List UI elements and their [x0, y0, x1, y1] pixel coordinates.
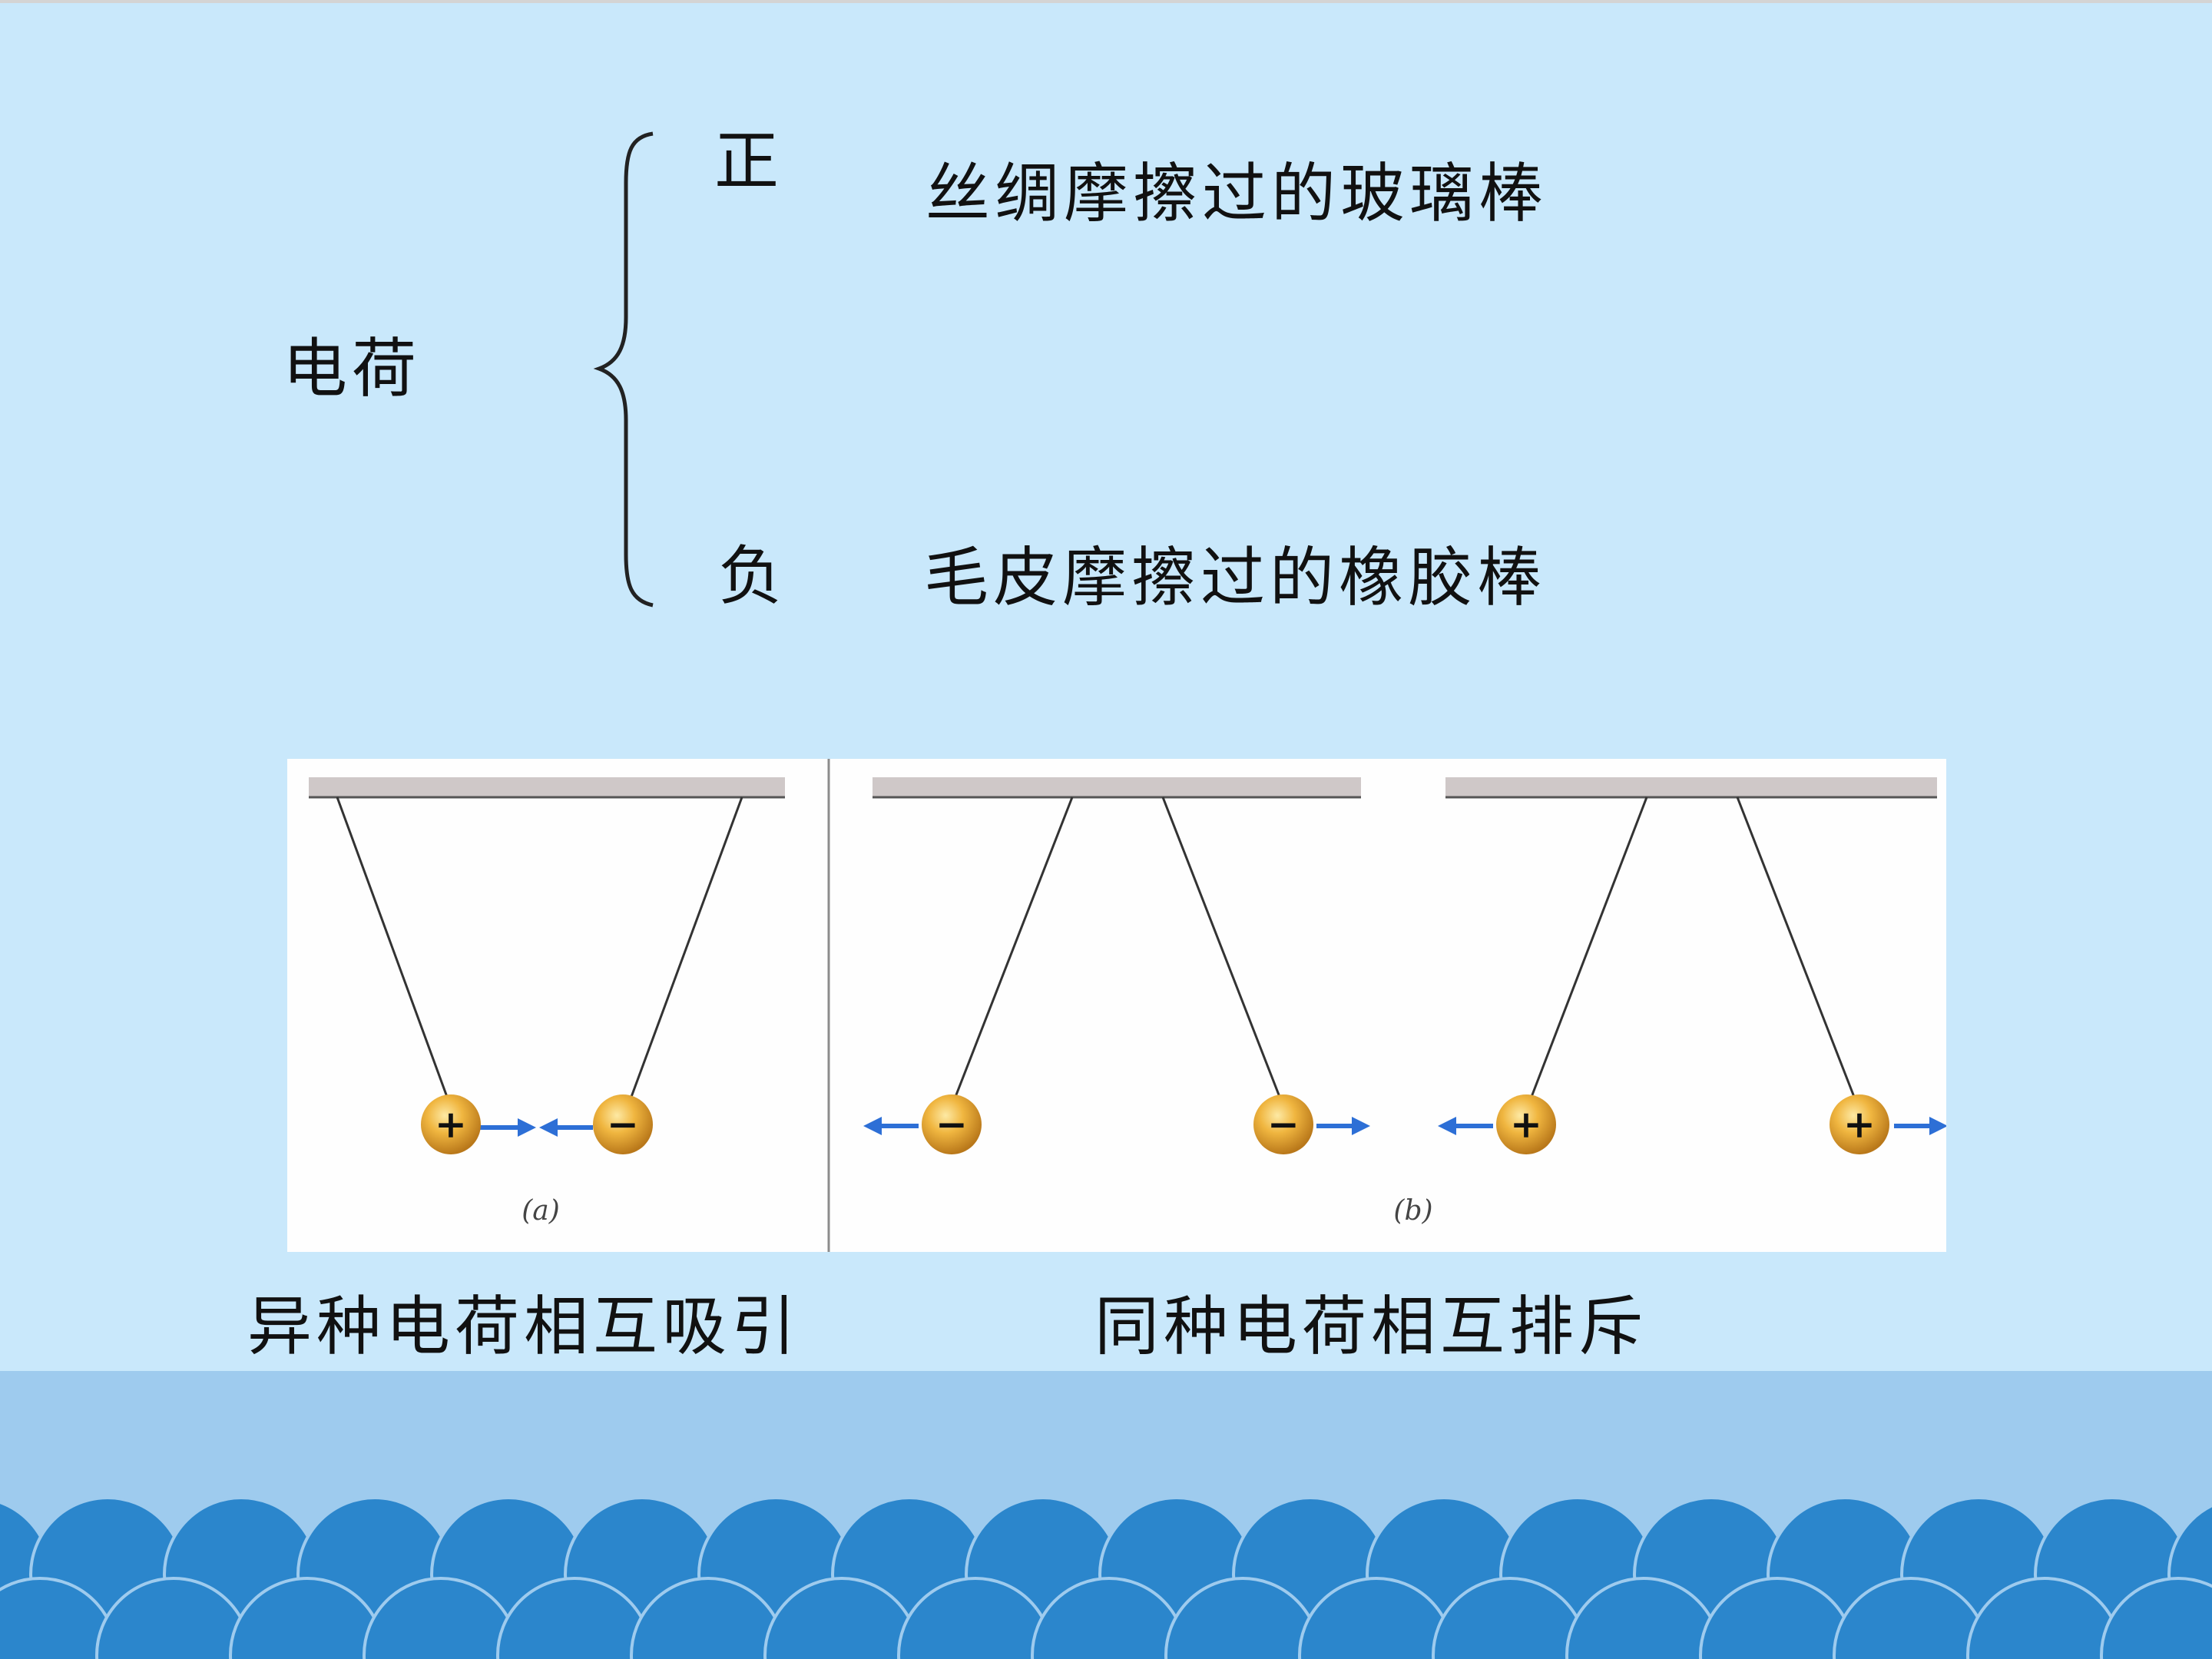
svg-text:−: − [607, 1101, 639, 1147]
negative-source: 毛皮摩擦过的橡胶棒 [924, 540, 1547, 615]
wave-decoration [0, 1496, 2212, 1659]
charged-ball: + [1496, 1094, 1556, 1154]
curly-brace [593, 131, 654, 608]
string [336, 796, 449, 1098]
top-border [0, 0, 2212, 3]
attract-caption: 异种电荷相互吸引 [247, 1289, 801, 1364]
pendulum-figure: + − (a) − − + + (b) [287, 759, 1948, 1252]
svg-text:+: + [1510, 1101, 1542, 1147]
panel-a-label: (a) [522, 1195, 560, 1227]
svg-text:+: + [1843, 1101, 1876, 1147]
charged-ball: + [1830, 1094, 1889, 1154]
string [1736, 796, 1856, 1098]
svg-text:−: − [1267, 1101, 1300, 1147]
pendulum-svg: + − (a) − − + + (b) [309, 759, 1948, 1252]
string [954, 796, 1074, 1098]
charged-ball: − [922, 1094, 982, 1154]
ceiling-bar-b1 [873, 777, 1361, 797]
negative-label: 负 [718, 538, 788, 614]
root-label: 电荷 [283, 331, 422, 406]
string [1161, 796, 1281, 1098]
positive-label: 正 [714, 124, 784, 199]
panel-b-label: (b) [1393, 1195, 1432, 1227]
charged-ball: − [593, 1094, 653, 1154]
svg-text:−: − [935, 1101, 968, 1147]
wave-scallop [2100, 1577, 2212, 1659]
charged-ball: + [421, 1094, 481, 1154]
string [1530, 796, 1648, 1098]
ceiling-bar-a [309, 777, 785, 797]
string [630, 796, 743, 1098]
svg-text:+: + [435, 1101, 467, 1147]
charged-ball: − [1253, 1094, 1313, 1154]
positive-source: 丝绸摩擦过的玻璃棒 [926, 156, 1548, 231]
ceiling-bar-b2 [1445, 777, 1937, 797]
repel-caption: 同种电荷相互排斥 [1094, 1289, 1648, 1364]
